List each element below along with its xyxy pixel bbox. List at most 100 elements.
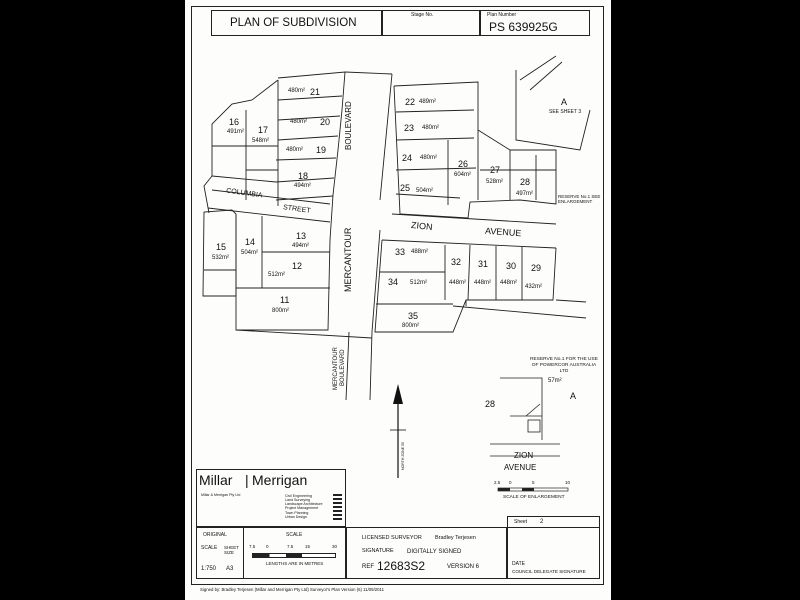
lot-number: 14 xyxy=(245,237,256,247)
stage-label: Stage No. xyxy=(411,12,434,18)
detail-a-label: A xyxy=(570,391,577,401)
lot-area: 504m² xyxy=(241,250,259,256)
version-label: VERSION 6 xyxy=(447,564,480,570)
scale-tick: 7.5 xyxy=(287,544,294,549)
surveyor-label: LICENSED SURVEYOR xyxy=(362,535,422,541)
lot-area: 497m² xyxy=(516,191,534,197)
lot-number: 35 xyxy=(408,311,419,321)
lot-number: 31 xyxy=(478,259,489,269)
lot-number: 33 xyxy=(395,247,406,257)
lot-number: 21 xyxy=(310,87,321,97)
scale-tick: 30 xyxy=(332,544,338,549)
lot-number: 11 xyxy=(280,295,290,305)
reserve-note: RESERVE No.1 SEE ENLARGEMENT xyxy=(558,194,601,205)
detail-zion-label: ZION xyxy=(514,451,534,460)
company-logo-icon xyxy=(333,494,342,522)
lot-number: 29 xyxy=(531,263,542,273)
lot-area: 448m² xyxy=(449,280,467,286)
lot-area: 432m² xyxy=(525,284,543,290)
lot-area: 512m² xyxy=(410,280,428,286)
sheet-number: 2 xyxy=(540,519,544,525)
lot-area: 800m² xyxy=(272,308,290,314)
sheet-size-value: A3 xyxy=(226,566,234,572)
sheet-border xyxy=(191,6,604,585)
plan-number: PS 639925G xyxy=(489,20,558,34)
council-block: Sheet 2 DATE COUNCIL DELEGATE SIGNATURE xyxy=(507,516,600,579)
enlargement-tick: 0 xyxy=(509,480,512,485)
lot-area: 532m² xyxy=(212,255,230,261)
service-item: Civil Engineering xyxy=(285,494,312,498)
lot-number: 34 xyxy=(388,277,399,287)
ref-value: 12683S2 xyxy=(377,559,426,573)
boulevard-lower-label: BOULEVARD xyxy=(340,349,346,386)
north-arrow-icon xyxy=(390,384,406,478)
service-item: Urban Design xyxy=(285,514,307,519)
sheet-size-label: SHEET SIZE xyxy=(224,545,239,555)
signature-value: DIGITALLY SIGNED xyxy=(407,549,462,555)
lot-number: 12 xyxy=(292,261,303,271)
boulevard-label-upper: BOULEVARD xyxy=(344,101,353,150)
mercantour-label: MERCANTOUR xyxy=(343,227,353,292)
enlargement-scale-bar xyxy=(497,487,569,492)
lot-area: 480m² xyxy=(290,119,308,125)
lot-area: 489m² xyxy=(419,99,437,105)
lot-area: 604m² xyxy=(454,172,472,178)
scale-column: SCALE 7.5 0 7.5 15 30 LENGTHS ARE IN MET… xyxy=(243,528,347,578)
service-item: Landscape Architecture xyxy=(285,502,323,507)
ref-label: REF xyxy=(362,564,374,570)
services-list: Civil Engineering Land Surveying Landsca… xyxy=(285,494,323,519)
lot-area: 800m² xyxy=(402,323,420,329)
lot-number: 24 xyxy=(402,153,413,163)
lot-number: 19 xyxy=(316,145,327,155)
stage-box: Stage No. xyxy=(382,10,480,36)
lot-area: 480m² xyxy=(422,125,440,131)
plan-number-box: Plan Number PS 639925G xyxy=(480,10,590,36)
lot-area: 491m² xyxy=(227,129,245,135)
scale-heading: SCALE xyxy=(286,532,303,538)
lot-number: 32 xyxy=(451,257,462,267)
lot-number: 28 xyxy=(520,177,531,187)
lot-area: 480m² xyxy=(286,147,304,153)
lot-area: 494m² xyxy=(294,183,312,189)
lot-number: 17 xyxy=(258,125,269,135)
lot-number: 20 xyxy=(320,117,331,127)
lot-number: 15 xyxy=(216,242,227,252)
lot-area: 494m² xyxy=(292,243,310,249)
reserve-box-note: RESERVE No.1 FOR THE USE OF POWERCOR AUS… xyxy=(530,357,598,374)
surveyor-name: Bradley Terjesen xyxy=(435,535,476,541)
lot-number: 27 xyxy=(490,165,501,175)
lot-number: 23 xyxy=(404,123,415,133)
lot-number: 18 xyxy=(298,171,309,181)
lot-number: 25 xyxy=(400,183,411,193)
company-divider: | xyxy=(245,472,249,488)
lot-area: 480m² xyxy=(420,155,438,161)
sheet-label: Sheet xyxy=(514,519,528,525)
sheet-box: Sheet 2 xyxy=(507,516,600,528)
north-zone-text: NORTH ZONE 55 xyxy=(401,442,405,470)
detail-avenue-label: AVENUE xyxy=(504,463,537,472)
scale-tick: 0 xyxy=(266,544,269,549)
lot-number: 16 xyxy=(229,117,240,127)
reserve-area: 57m² xyxy=(548,378,562,384)
lot-area: 448m² xyxy=(500,280,518,286)
lot-number: 26 xyxy=(458,159,469,169)
scale-tick: 7.5 xyxy=(249,544,256,549)
scale-label: SCALE xyxy=(201,545,218,551)
service-item: Town Planning xyxy=(285,510,309,515)
lot-area: 504m² xyxy=(416,188,434,194)
company-sub: Millar & Merrigan Pty Ltd xyxy=(201,493,241,497)
lot-area: 488m² xyxy=(411,249,429,255)
service-item: Project Management xyxy=(285,506,319,511)
scale-value: 1:750 xyxy=(201,566,217,572)
plan-title: PLAN OF SUBDIVISION xyxy=(230,17,357,29)
lot-number: 30 xyxy=(506,261,517,271)
service-item: Land Surveying xyxy=(285,498,310,503)
lot-area: 448m² xyxy=(474,280,492,286)
lot-number: 22 xyxy=(405,97,416,107)
enlargement-tick: 10 xyxy=(565,480,571,485)
scale-tick: 15 xyxy=(305,544,311,549)
company-name-2: Merrigan xyxy=(252,472,308,488)
scale-block: ORIGINAL SCALE SHEET SIZE 1:750 A3 SCALE… xyxy=(196,527,346,579)
surveyor-block: LICENSED SURVEYOR Bradley Terjesen SIGNA… xyxy=(346,527,507,579)
